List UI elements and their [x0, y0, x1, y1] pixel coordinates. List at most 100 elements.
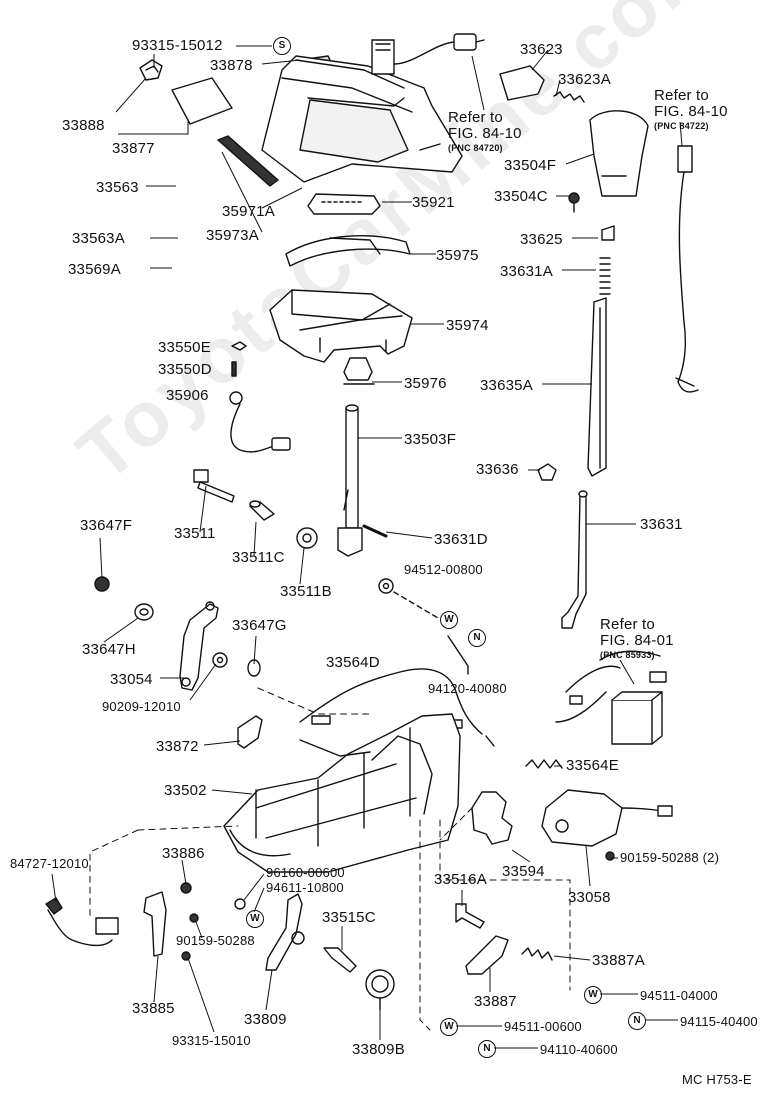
washer-94512 [378, 578, 394, 594]
label-90159-50288: 90159-50288 [176, 933, 255, 948]
washer-90209 [212, 652, 228, 668]
label-33550D: 33550D [158, 361, 212, 378]
symbol-w: W [584, 986, 602, 1004]
label-90209-12010: 90209-12010 [102, 699, 181, 714]
ref2-line2: FIG. 84-10 [654, 103, 728, 120]
label-33054: 33054 [110, 671, 153, 688]
label-94611-10800: 94611-10800 [266, 880, 344, 895]
label-94120-40080: 94120-40080 [428, 681, 507, 696]
label-33636: 33636 [476, 461, 519, 478]
label-94512-00800: 94512-00800 [404, 562, 483, 577]
screw-33504C [568, 192, 580, 213]
spring-33564E [525, 759, 563, 769]
label-33631D: 33631D [434, 531, 488, 548]
plate-33877 [171, 77, 233, 125]
label-33564E: 33564E [566, 757, 619, 774]
label-35974: 35974 [446, 317, 489, 334]
screw-33886 [180, 882, 192, 894]
label-33503F: 33503F [404, 431, 457, 448]
label-33550E: 33550E [158, 339, 211, 356]
lever-33809 [265, 893, 305, 971]
label-35921: 35921 [412, 194, 455, 211]
pin-33515C [323, 947, 357, 973]
collar-33511C [249, 500, 275, 521]
label-35906: 35906 [166, 387, 209, 404]
knob-33504F [589, 110, 649, 197]
bushing-35976 [343, 357, 375, 385]
label-33623A: 33623A [558, 71, 611, 88]
label-33886: 33886 [162, 845, 205, 862]
pin-33631D [362, 524, 388, 538]
pin-33550D [231, 361, 237, 377]
label-33809B: 33809B [352, 1041, 405, 1058]
bushing-33647H [134, 603, 154, 621]
screw-93315-15010 [181, 951, 191, 961]
label-33631A: 33631A [500, 263, 553, 280]
guide-lines [89, 687, 571, 1031]
ref3-line1: Refer to [600, 616, 655, 633]
clip-33550E [231, 341, 247, 351]
symbol-n: N [628, 1012, 646, 1030]
label-35971A: 35971A [222, 203, 275, 220]
label-33887A: 33887A [592, 952, 645, 969]
label-33058: 33058 [568, 889, 611, 906]
plate-33594 [471, 791, 513, 845]
shift-lever-33503F [337, 404, 363, 557]
spring-33623A [553, 91, 585, 103]
symbol-n: N [468, 629, 486, 647]
label-84727-12010: 84727-12010 [10, 856, 89, 871]
solenoid-33058 [541, 789, 673, 847]
symbol-w: W [246, 910, 264, 928]
symbol-w: W [440, 1018, 458, 1036]
symbol-w: W [440, 611, 458, 629]
bracket-33885 [143, 891, 167, 957]
knob-button-33623 [499, 65, 545, 101]
spring-33887A [521, 947, 553, 961]
clip-33888 [139, 59, 163, 81]
ref2-pnc: (PNC 84722) [654, 121, 709, 131]
label-33569A: 33569A [68, 261, 121, 278]
clip-33647G [247, 659, 261, 677]
washer-96160 [234, 898, 246, 910]
ref1-pnc: (PNC 84720) [448, 143, 503, 153]
label-33563: 33563 [96, 179, 139, 196]
ref3-line2: FIG. 84-01 [600, 632, 674, 649]
label-94110-40600: 94110-40600 [540, 1042, 618, 1057]
indicator-plate-35921 [307, 193, 381, 215]
symbol-s: S [273, 37, 291, 55]
label-96160-00600: 96160-00600 [266, 865, 345, 880]
label-33647H: 33647H [82, 641, 136, 658]
label-93315-15012: 93315-15012 [132, 37, 223, 54]
label-33887: 33887 [474, 993, 517, 1010]
bolt-33511 [193, 469, 235, 503]
spring-33809B [365, 969, 395, 1011]
label-33502: 33502 [164, 782, 207, 799]
plate-33887 [465, 935, 509, 975]
wire-84722 [675, 145, 699, 393]
label-33872: 33872 [156, 738, 199, 755]
ref2-line1: Refer to [654, 87, 709, 104]
ref1-line2: FIG. 84-10 [448, 125, 522, 142]
bulb-socket-35906 [229, 391, 291, 453]
label-94511-04000: 94511-04000 [640, 988, 718, 1003]
base-plate-33502 [223, 713, 461, 873]
label-33594: 33594 [502, 863, 545, 880]
label-33511B: 33511B [280, 583, 332, 600]
label-33625: 33625 [520, 231, 563, 248]
label-33504F: 33504F [504, 157, 557, 174]
clip-33625 [601, 225, 615, 241]
label-33564D: 33564D [326, 654, 380, 671]
label-33516A: 33516A [434, 871, 487, 888]
label-33885: 33885 [132, 1000, 175, 1017]
label-33511: 33511 [174, 525, 216, 542]
label-33635A: 33635A [480, 377, 533, 394]
rod-33635A [587, 297, 607, 477]
clip-33636 [537, 463, 557, 481]
rod-33631 [561, 490, 588, 629]
label-33888: 33888 [62, 117, 105, 134]
label-93315-15010: 93315-15010 [172, 1033, 251, 1048]
label-33877: 33877 [112, 140, 155, 157]
wire-84727 [45, 897, 119, 947]
label-33623: 33623 [520, 41, 563, 58]
